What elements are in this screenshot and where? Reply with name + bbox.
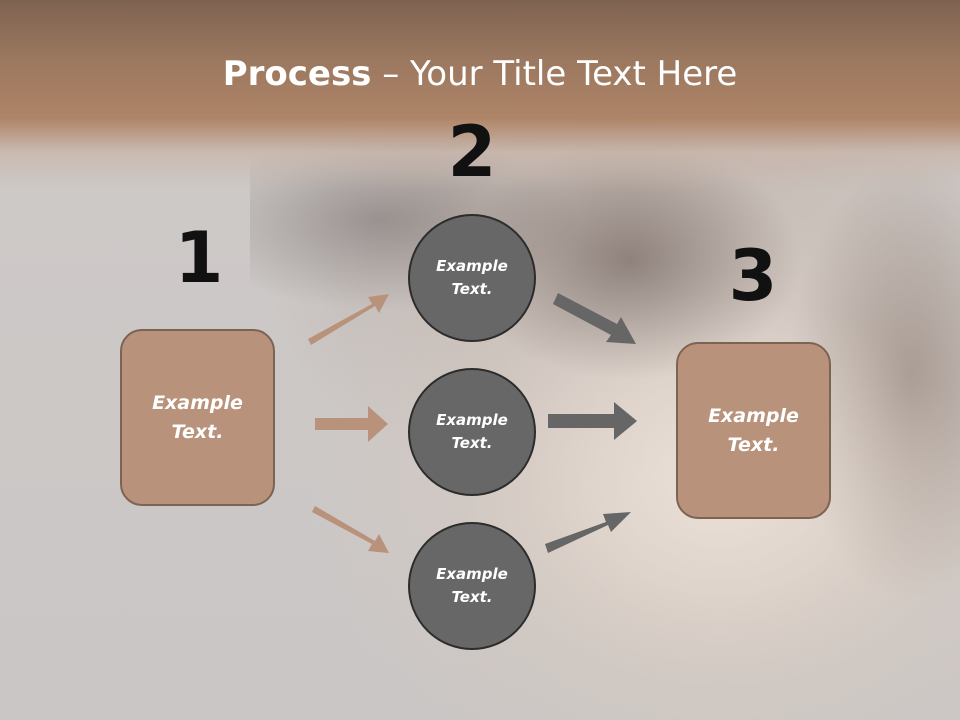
step-number-3: 3 [728, 235, 778, 317]
arrow-left-bottom [312, 506, 389, 553]
step-box-1: Example Text. [120, 329, 275, 506]
arrow-right-top [553, 293, 636, 344]
title-bold: Process [222, 54, 372, 94]
arrow-right-middle [548, 402, 637, 440]
circle-node-2-label: Example Text. [436, 411, 508, 452]
circle-node-1: Example Text. [408, 214, 536, 342]
step-number-1: 1 [174, 217, 224, 299]
step-number-2: 2 [447, 111, 497, 193]
arrow-left-top [308, 294, 389, 345]
step-box-1-label: Example Text. [152, 391, 243, 443]
circle-node-3-label: Example Text. [436, 565, 508, 606]
arrow-left-middle [315, 406, 388, 442]
step-box-3: Example Text. [676, 342, 831, 519]
arrow-right-bottom [545, 512, 631, 553]
circle-node-1-label: Example Text. [436, 257, 508, 298]
circle-node-3: Example Text. [408, 522, 536, 650]
title-rest: – Your Title Text Here [371, 54, 738, 94]
slide-title: Process – Your Title Text Here [0, 50, 960, 98]
circle-node-2: Example Text. [408, 368, 536, 496]
step-box-3-label: Example Text. [708, 404, 799, 456]
header-band [0, 0, 960, 190]
